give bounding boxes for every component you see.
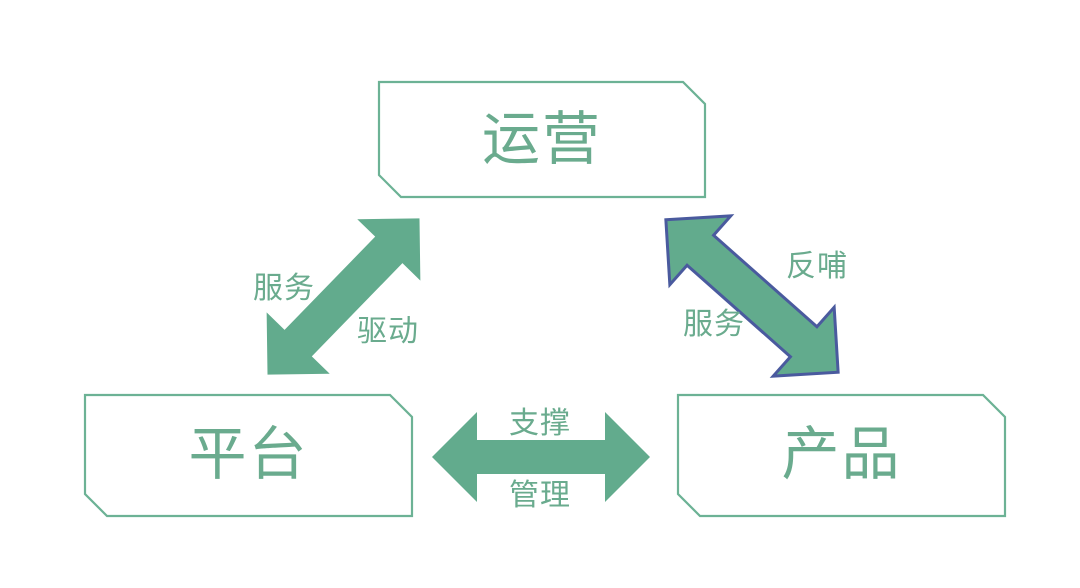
edge-label-service-left: 服务 xyxy=(253,272,315,305)
node-label-platform: 平台 xyxy=(188,422,309,487)
connector-platform-product[interactable] xyxy=(432,412,650,502)
arrow-double-diagonal-left[interactable] xyxy=(236,188,451,406)
edge-label-support: 支撑 xyxy=(509,407,571,440)
edge-label-drive: 驱动 xyxy=(357,315,419,348)
node-shape-product[interactable] xyxy=(676,393,1007,518)
node-label-product: 产品 xyxy=(781,422,902,487)
connector-platform-operations[interactable] xyxy=(236,188,451,406)
node-label-operations: 运营 xyxy=(481,107,602,172)
edge-label-manage: 管理 xyxy=(509,479,571,512)
edge-label-service-right: 服务 xyxy=(683,308,745,341)
node-shape-operations[interactable] xyxy=(377,80,707,199)
arrow-double-diagonal-right[interactable] xyxy=(635,185,868,406)
arrow-double-horizontal[interactable] xyxy=(432,412,650,502)
connector-operations-product[interactable] xyxy=(635,185,868,406)
node-shape-platform[interactable] xyxy=(83,393,414,518)
edge-label-feedback: 反哺 xyxy=(786,250,848,283)
